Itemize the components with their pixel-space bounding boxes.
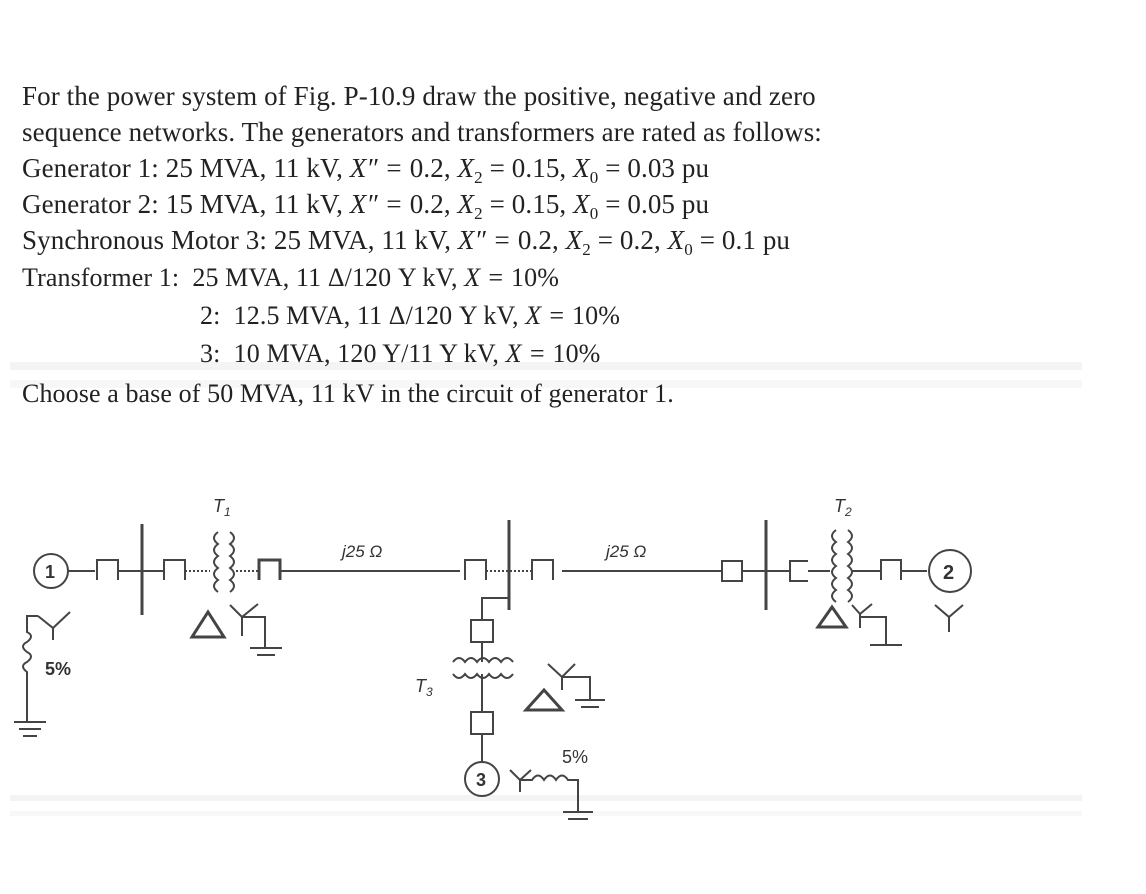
x-subtransient-value: 0.2,	[409, 153, 451, 183]
line-1-impedance: j25 Ω	[340, 542, 382, 561]
scan-artifact-band	[10, 795, 1082, 801]
x0-value: 0.03	[627, 153, 676, 183]
transformer-rating: 25 MVA, 11 Δ/120 Y kV,	[192, 263, 458, 292]
transformer-1-spec: Transformer 1: 25 MVA, 11 Δ/120 Y kV, X …	[22, 262, 559, 294]
intro-line-1: For the power system of Fig. P-10.9 draw…	[22, 81, 816, 111]
x-subtransient-symbol: X″ =	[349, 153, 403, 183]
gen-label: Generator 2:	[22, 189, 159, 219]
x-subtransient-value: 0.2,	[517, 225, 559, 255]
base-selection-line: Choose a base of 50 MVA, 11 kV in the ci…	[22, 379, 674, 408]
x-subtransient-symbol: X″ =	[349, 189, 403, 219]
generator-2-symbol	[928, 549, 972, 593]
x-value: 10%	[572, 301, 620, 330]
scan-artifact-band	[10, 811, 1082, 816]
generator-1-spec: Generator 1: 25 MVA, 11 kV, X″ = 0.2, X2…	[22, 153, 710, 187]
x2-value: 0.15,	[511, 153, 567, 183]
x-value: 10%	[511, 263, 560, 292]
gen-rating: 25 MVA, 11 kV,	[165, 153, 343, 183]
transformer-3-spec: 3: 10 MVA, 120 Y/11 Y kV, X = 10%	[200, 338, 600, 370]
t2-label: T2	[834, 496, 852, 519]
unit: pu	[762, 225, 791, 255]
gen-label: Generator 1:	[22, 153, 159, 183]
motor-3-spec: Synchronous Motor 3: 25 MVA, 11 kV, X″ =…	[22, 225, 791, 259]
x0-value: 0.05	[627, 189, 676, 219]
transformer-rating: 12.5 MVA, 11 Δ/120 Y kV,	[233, 301, 519, 330]
t1-primary-coil	[213, 531, 220, 593]
motor-label: Synchronous Motor 3:	[22, 225, 267, 255]
t1-secondary-coil	[228, 531, 235, 593]
generator-1-number: 1	[45, 562, 55, 582]
scan-artifact-band	[10, 362, 1082, 370]
x-symbol: X =	[464, 263, 505, 292]
generator-2-number: 2	[943, 562, 954, 584]
generator-2-spec: Generator 2: 15 MVA, 11 kV, X″ = 0.2, X2…	[22, 189, 710, 223]
transformer-2-spec: 2: 12.5 MVA, 11 Δ/120 Y kV, X = 10%	[200, 300, 620, 332]
t1-label: T1	[213, 496, 231, 519]
transformer-label: 3:	[200, 339, 221, 368]
motor-3-grounding-reactance: 5%	[562, 747, 588, 767]
x-subtransient-value: 0.2,	[409, 189, 451, 219]
x-value: 10%	[552, 339, 601, 368]
x0-value: 0.1	[721, 225, 756, 255]
unit: pu	[681, 189, 710, 219]
transformer-rating: 10 MVA, 120 Y/11 Y kV,	[233, 339, 500, 368]
t3-label: T3	[415, 676, 433, 699]
gen-1-grounding-reactance: 5%	[45, 659, 71, 679]
gen-rating: 15 MVA, 11 kV,	[165, 189, 343, 219]
x-subtransient-symbol: X″ =	[457, 225, 512, 255]
motor-3-symbol	[464, 761, 500, 797]
intro-line-2: sequence networks. The generators and tr…	[22, 117, 822, 147]
motor-rating: 25 MVA, 11 kV,	[273, 225, 452, 255]
transformer-label: 2:	[200, 301, 221, 330]
scan-artifact-band	[10, 380, 1082, 388]
x-symbol: X =	[525, 301, 566, 330]
x2-value: 0.2,	[619, 225, 661, 255]
x2-value: 0.15,	[511, 189, 567, 219]
t2-secondary-coil	[846, 529, 853, 603]
transformer-label: Transformer 1:	[22, 263, 180, 292]
t2-primary-coil	[831, 529, 838, 603]
x-symbol: X =	[505, 339, 546, 368]
line-2-impedance: j25 Ω	[604, 542, 646, 561]
one-line-diagram: T1 T2 T3 1 2 3 j25 Ω j25 Ω 5% 5%	[14, 496, 972, 820]
unit: pu	[681, 153, 710, 183]
t3-primary-coil	[452, 657, 514, 664]
motor-3-number: 3	[476, 770, 486, 790]
